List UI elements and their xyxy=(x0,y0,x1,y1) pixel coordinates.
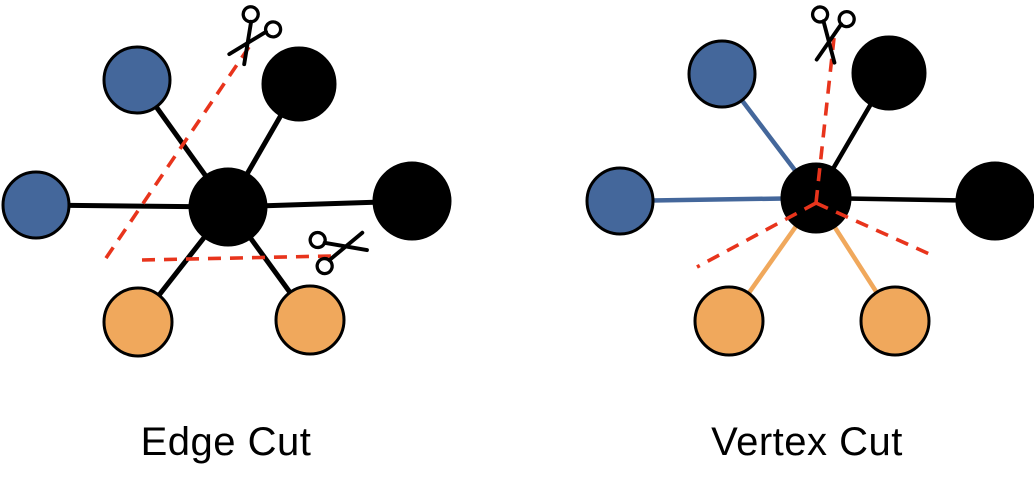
graph-node-black xyxy=(261,46,337,122)
vertex-cut-label: Vertex Cut xyxy=(711,420,903,464)
graph-node-blue xyxy=(585,166,655,236)
graph-node-black xyxy=(955,161,1034,241)
cut-line xyxy=(814,37,836,204)
scissors-icon xyxy=(308,230,369,276)
edge-cut-diagram xyxy=(1,5,452,358)
scissors-icon xyxy=(227,5,283,67)
graph-node-orange xyxy=(274,284,346,356)
cut-line xyxy=(141,254,332,262)
graph-node-orange xyxy=(859,285,931,357)
graph-node-black xyxy=(372,161,452,241)
edge-cut-label: Edge Cut xyxy=(141,420,312,464)
diagrams-layer xyxy=(1,5,1034,358)
center-node-black xyxy=(188,167,268,247)
vertex-cut-diagram xyxy=(585,5,1034,357)
graph-node-blue xyxy=(1,170,71,240)
graph-node-blue xyxy=(687,39,757,109)
scissors-icon xyxy=(810,5,856,65)
graph-node-black xyxy=(851,35,927,111)
graph-node-blue xyxy=(102,45,172,115)
graph-node-orange xyxy=(102,286,174,358)
graph-node-orange xyxy=(693,285,765,357)
cut-line xyxy=(696,201,817,269)
